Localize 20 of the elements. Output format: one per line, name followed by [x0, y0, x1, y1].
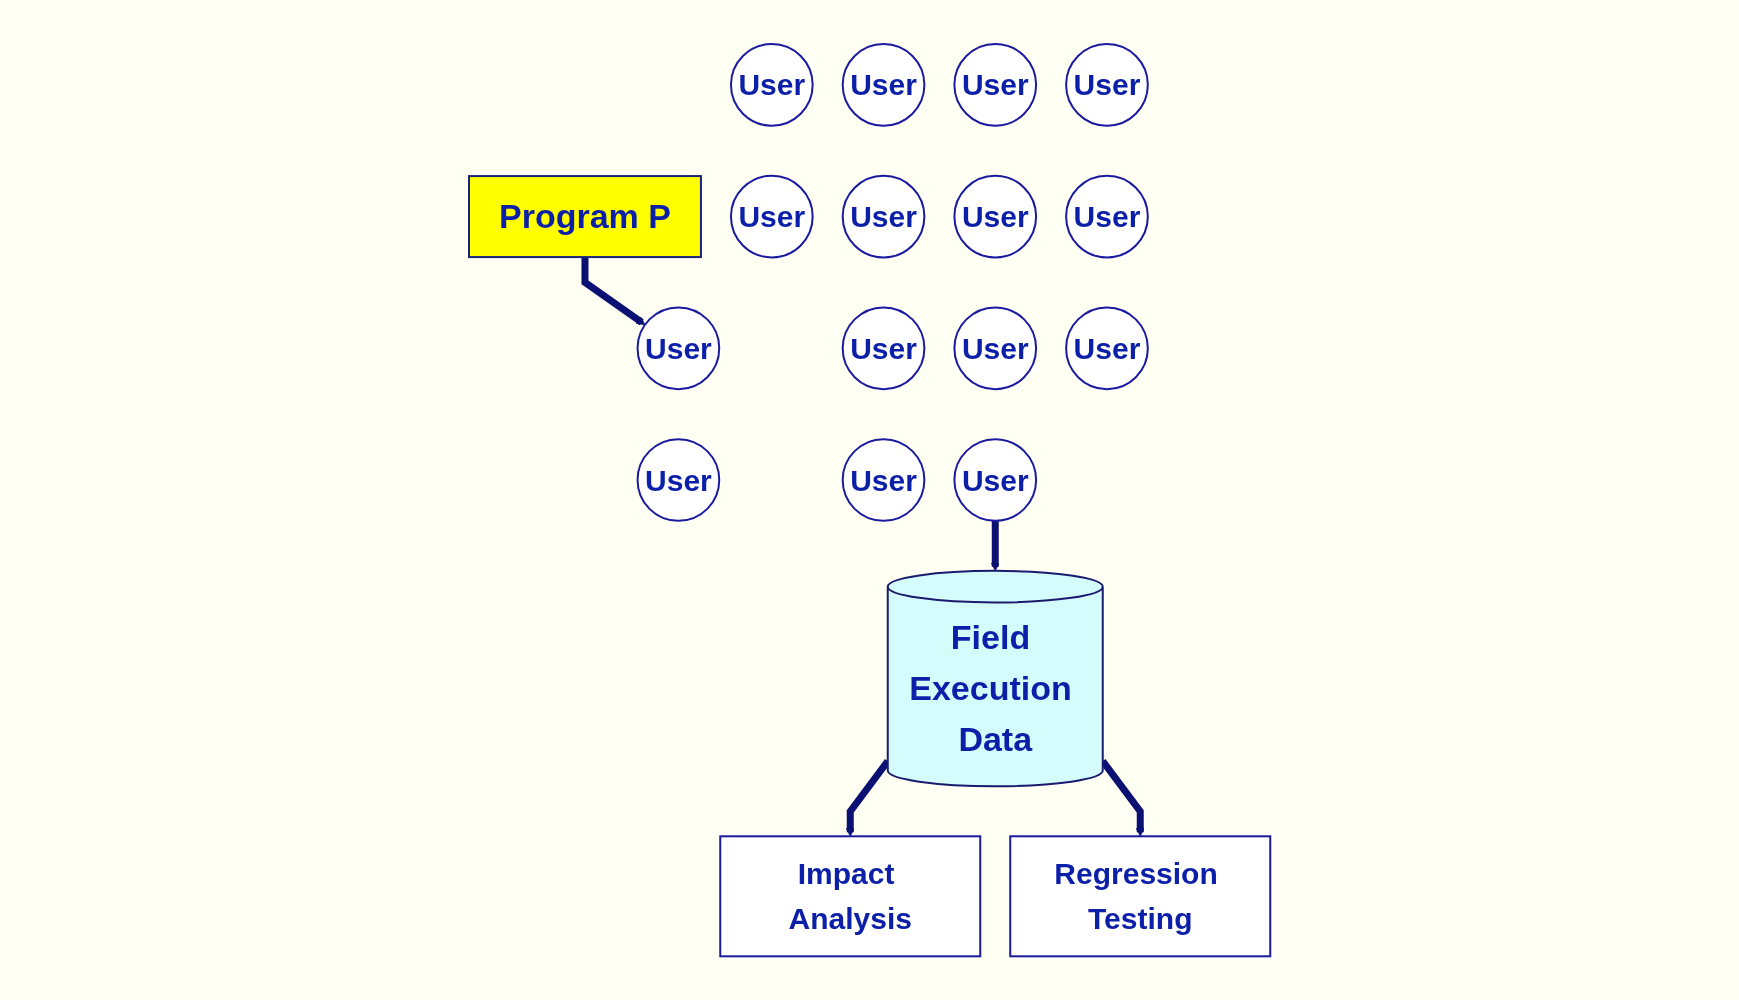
arrow	[990, 520, 1000, 572]
node-circle: User	[953, 306, 1037, 390]
node-circle: User	[953, 438, 1037, 522]
node-circle: User	[729, 42, 814, 127]
node-circle: User	[1065, 306, 1149, 390]
node-circle: User	[729, 174, 814, 259]
node-circle: User	[953, 174, 1037, 259]
node-circle: User	[841, 438, 926, 522]
node-box: Program P	[467, 174, 702, 258]
node-circle: User	[841, 42, 926, 127]
arrow	[581, 256, 646, 326]
node-circle: User	[1065, 42, 1149, 127]
node-circle: User	[953, 42, 1037, 127]
node-circle: User	[841, 174, 926, 259]
node-box: Impact Analysis	[719, 835, 982, 958]
node-circle: User	[636, 438, 721, 522]
node-circle: User	[636, 306, 721, 390]
node-box: Regression Testing	[1009, 835, 1272, 958]
node-circle: User	[1065, 174, 1149, 259]
node-circle: User	[841, 306, 926, 390]
